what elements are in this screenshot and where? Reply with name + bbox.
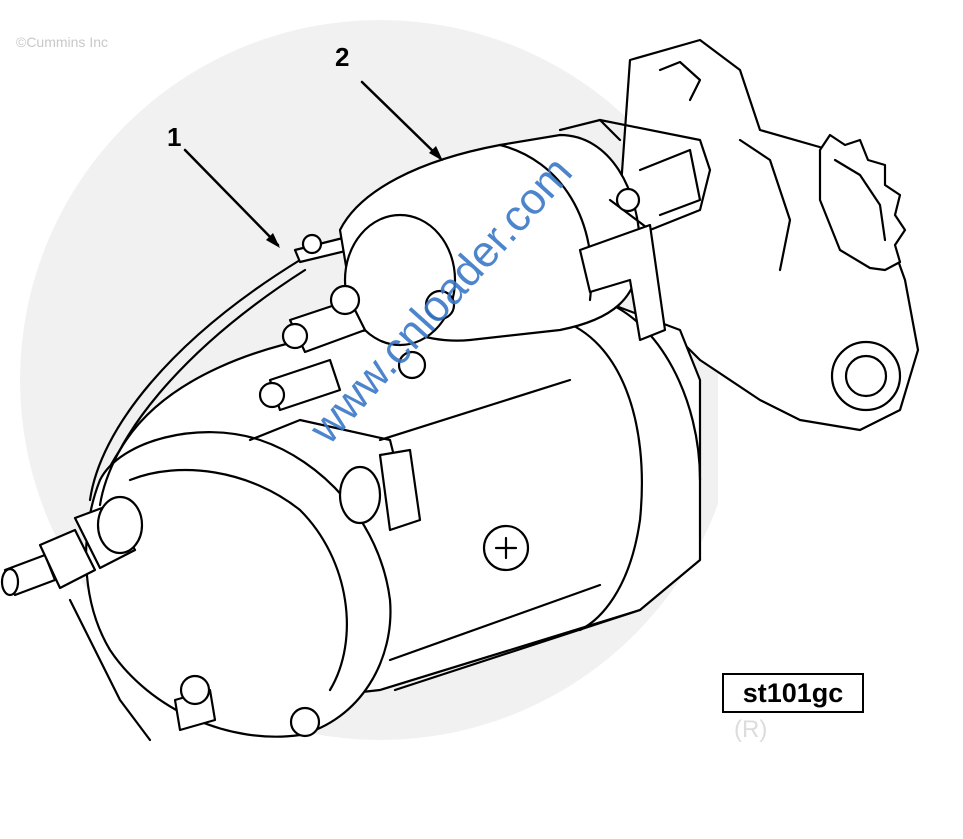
- drive-housing: [618, 38, 920, 432]
- terminal-stud: [0, 495, 144, 597]
- lower-terminal: [173, 674, 321, 738]
- copyright-text: ©Cummins Inc: [16, 34, 108, 50]
- leader-lines: [183, 80, 442, 247]
- pinion-gear: [818, 133, 907, 272]
- callout-number-2: 2: [335, 42, 350, 72]
- leader-line-2: [360, 80, 442, 160]
- figure-code-label: st101gc: [722, 673, 864, 713]
- leader-arrowheads: [266, 146, 443, 248]
- ground-strap: [88, 233, 360, 507]
- end-cap: [68, 418, 402, 742]
- solenoid-terminals: [258, 284, 456, 532]
- callout-number-1: 1: [167, 122, 182, 152]
- body-screw: [482, 524, 530, 572]
- mounting-bracket: [578, 148, 702, 342]
- leader-line-1: [183, 148, 280, 247]
- registered-mark: (R): [734, 716, 768, 743]
